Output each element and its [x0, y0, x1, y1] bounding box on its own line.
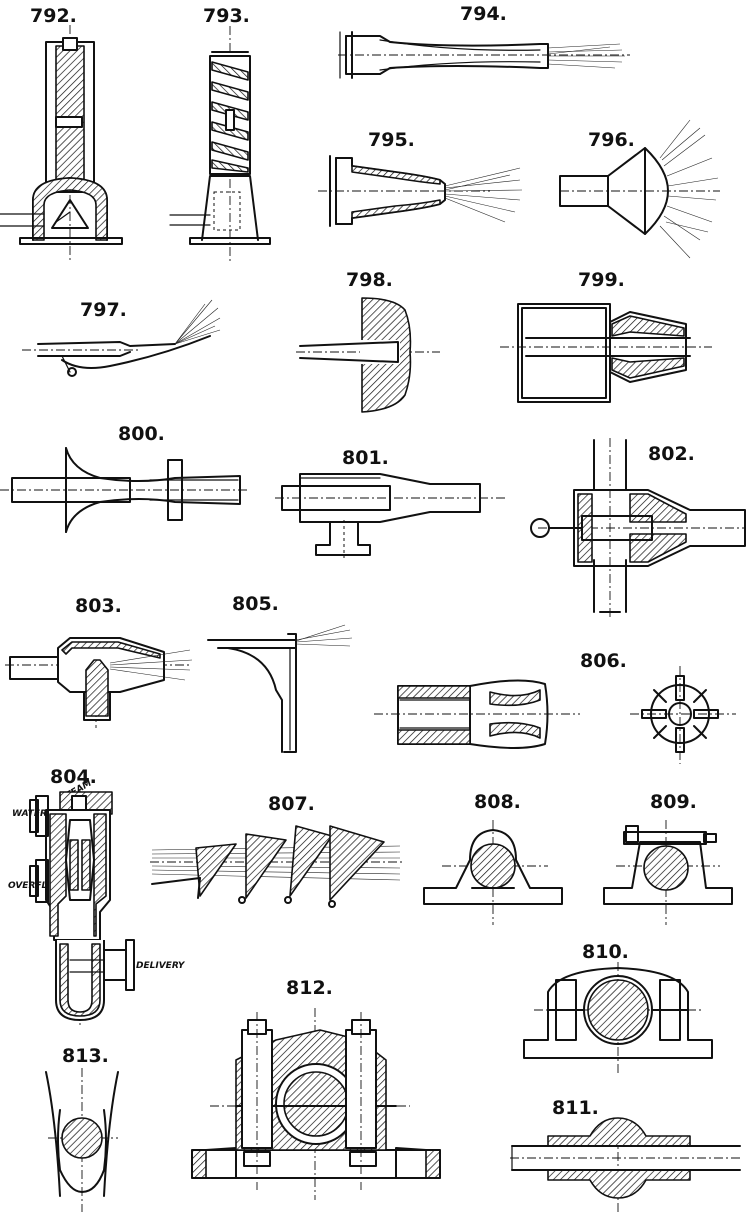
figure-number: 796.	[588, 129, 635, 151]
figure-number: 800.	[118, 423, 165, 445]
figure-809: 809.	[603, 791, 733, 925]
figure-805: 805.	[207, 593, 353, 753]
figure-number: 797.	[80, 299, 127, 321]
figure-number: 806.	[580, 650, 627, 672]
label-delivery: DELIVERY	[136, 961, 186, 971]
figure-number: 812.	[286, 977, 333, 999]
figure-number: 792.	[30, 5, 77, 27]
figure-number: 811.	[552, 1097, 599, 1119]
figure-799: 799.	[500, 269, 712, 403]
figure-798: 798.	[296, 269, 440, 413]
figure-792: 792.	[0, 5, 123, 262]
figure-number: 807.	[268, 793, 315, 815]
figure-number: 794.	[460, 3, 507, 25]
figure-794: 794.	[338, 3, 630, 79]
figure-806: 806.	[374, 650, 736, 764]
figure-number: 802.	[648, 443, 695, 465]
figure-number: 808.	[474, 791, 521, 813]
figure-802: 802.	[530, 438, 746, 618]
figure-number: 798.	[346, 269, 393, 291]
figure-808: 808.	[423, 791, 563, 925]
figure-813: 813.	[45, 1045, 119, 1212]
figure-number: 805.	[232, 593, 279, 615]
figure-800: 800.	[0, 423, 248, 533]
figure-811: 811.	[510, 1097, 741, 1212]
figure-number: 813.	[62, 1045, 109, 1067]
figure-807: 807.	[150, 793, 402, 908]
figure-number: 803.	[75, 595, 122, 617]
figure-796: 796.	[559, 119, 720, 259]
figure-number: 810.	[582, 941, 629, 963]
figure-810: 810.	[523, 941, 713, 1074]
figure-number: 809.	[650, 791, 697, 813]
figure-number: 799.	[578, 269, 625, 291]
figure-number: 793.	[203, 5, 250, 27]
figure-797: 797.	[22, 299, 221, 377]
figure-804: 804. STEAM WATER OVERFLOW DELIVERY	[8, 766, 186, 1028]
figure-793: 793.	[169, 5, 271, 262]
figure-number: 801.	[342, 447, 389, 469]
figure-812: 812.	[191, 977, 441, 1200]
figure-795: 795.	[318, 129, 523, 227]
figure-801: 801.	[275, 447, 505, 558]
figure-number: 795.	[368, 129, 415, 151]
figure-number: 804.	[50, 766, 97, 788]
figure-803: 803.	[5, 595, 193, 728]
